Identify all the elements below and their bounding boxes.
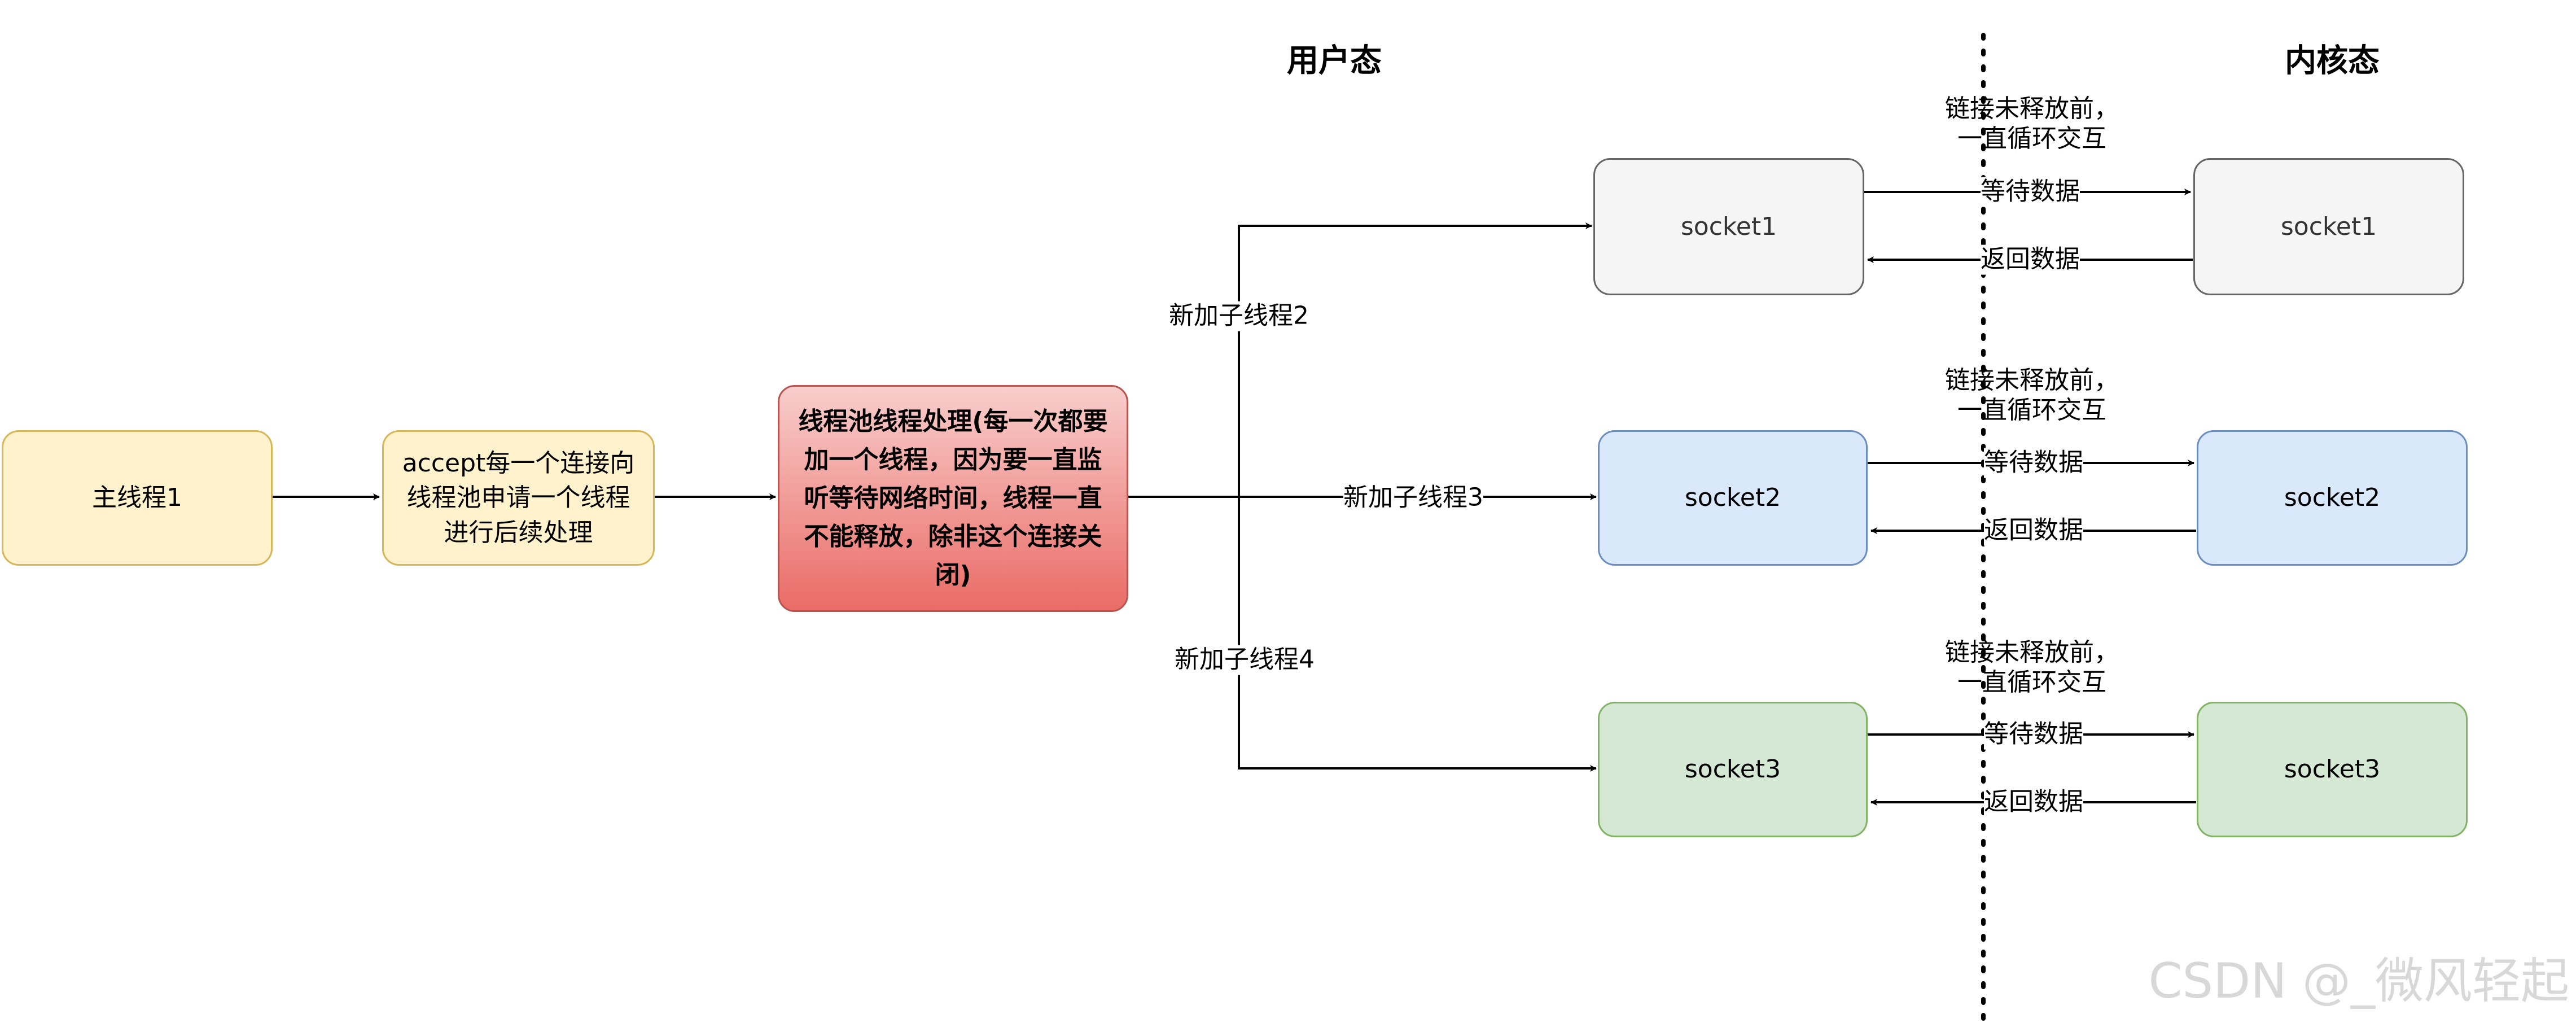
watermark: CSDN @_微风轻起 [2148,953,2569,1009]
label-new-thread-3: 新加子线程3 [1343,483,1483,513]
user-socket2-node: socket2 [1598,430,1868,566]
kernel-socket3-node: socket3 [2197,702,2468,837]
label-wait-data-3: 等待数据 [1984,719,2083,750]
label-return-data-1: 返回数据 [1981,244,2080,275]
label-new-thread-2: 新加子线程2 [1169,301,1309,331]
edge-pool-to-socket3 [1238,497,1597,772]
user-space-heading: 用户态 [1287,42,1382,80]
label-return-data-3: 返回数据 [1984,787,2083,817]
kernel-socket2-node: socket2 [2197,430,2468,566]
label-loop-note-1: 链接未释放前， 一直循环交互 [1945,94,2119,153]
main-thread-node: 主线程1 [2,430,273,566]
label-new-thread-4: 新加子线程4 [1175,645,1315,675]
thread-pool-node: 线程池线程处理(每一次都要 加一个线程，因为要一直监 听等待网络时间，线程一直 … [778,385,1128,612]
label-loop-note-3: 链接未释放前， 一直循环交互 [1945,638,2119,697]
accept-node: accept每一个连接向 线程池申请一个线程 进行后续处理 [382,430,655,566]
label-loop-note-2: 链接未释放前， 一直循环交互 [1945,366,2119,425]
label-wait-data-2: 等待数据 [1984,448,2083,478]
edge-pool-to-socket1 [1238,222,1592,497]
user-socket3-node: socket3 [1598,702,1868,837]
user-socket1-node: socket1 [1593,158,1864,295]
kernel-socket1-node: socket1 [2193,158,2464,295]
label-return-data-2: 返回数据 [1984,515,2083,546]
label-wait-data-1: 等待数据 [1981,177,2080,207]
kernel-space-heading: 内核态 [2285,42,2380,80]
